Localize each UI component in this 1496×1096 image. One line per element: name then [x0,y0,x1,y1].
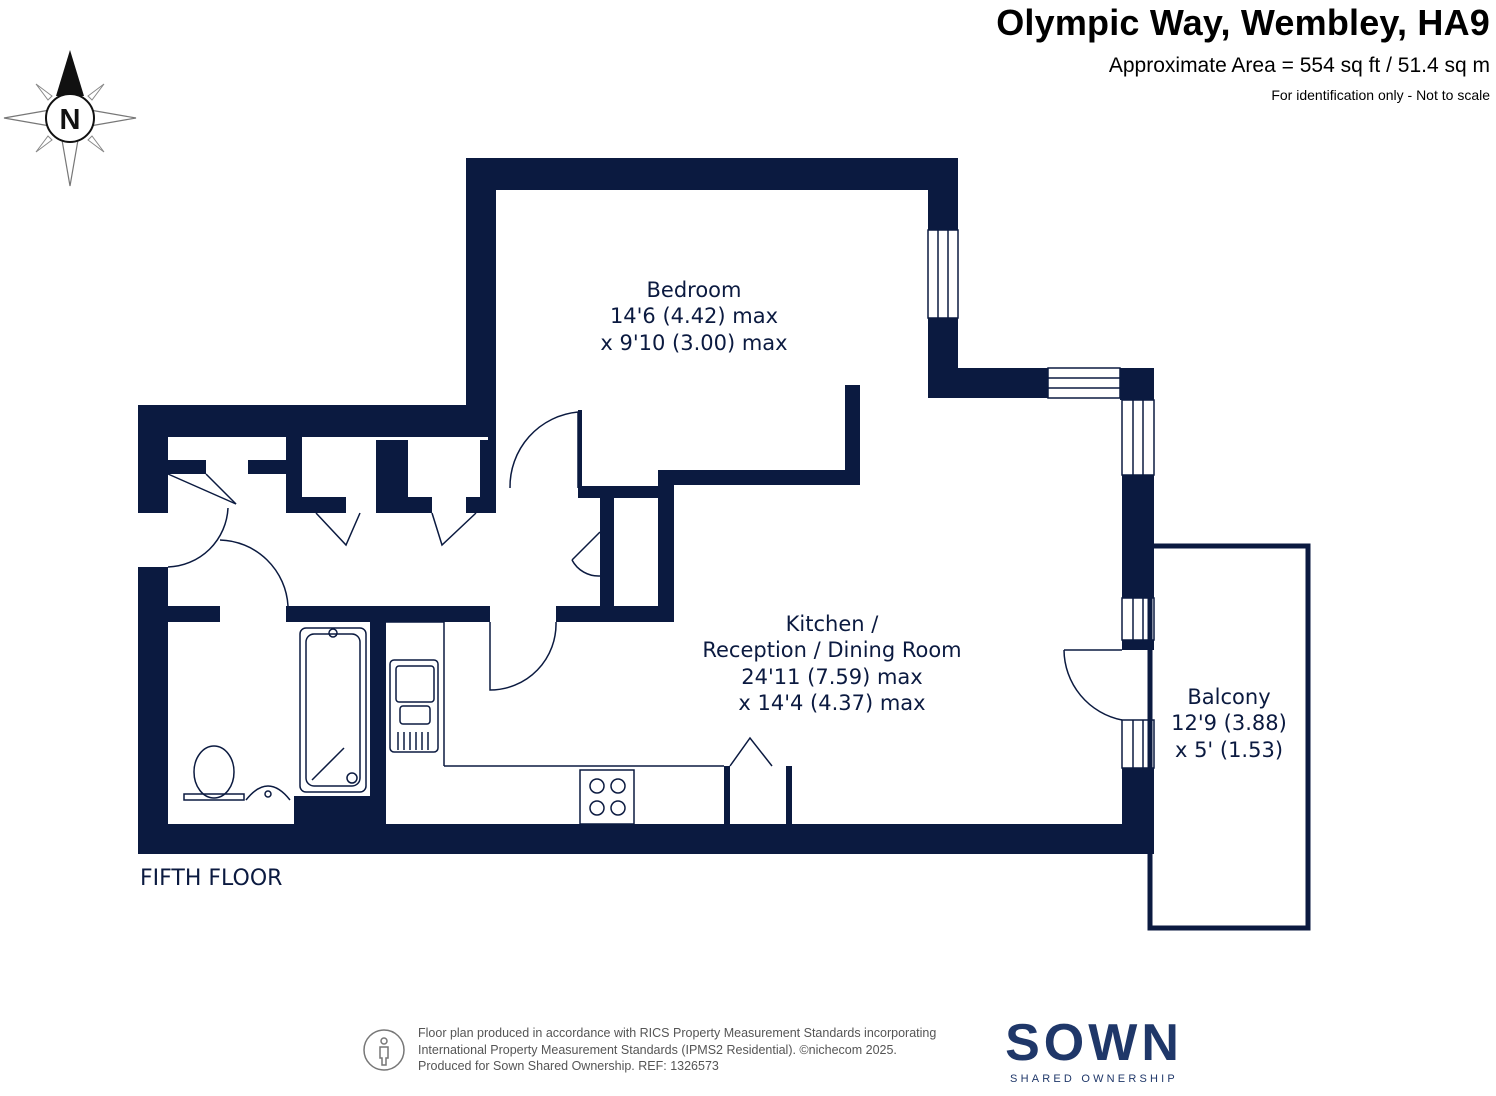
doors [167,411,1123,767]
balcony-dim-2: x 5' (1.53) [1175,738,1283,762]
bedroom-name: Bedroom [647,278,742,302]
kitchen-name-1: Kitchen / [786,612,880,636]
scale-note: For identification only - Not to scale [1271,87,1490,103]
property-title: Olympic Way, Wembley, HA9 [996,2,1490,43]
footer-line-3: Produced for Sown Shared Ownership. REF:… [418,1059,719,1073]
footer-line-1: Floor plan produced in accordance with R… [418,1026,937,1040]
kitchen-dim-1: 24'11 (7.59) max [741,665,922,689]
footer-text: Floor plan produced in accordance with R… [418,1025,936,1075]
kitchen-name-2: Reception / Dining Room [702,638,961,662]
approximate-area: Approximate Area = 554 sq ft / 51.4 sq m [1108,54,1490,77]
footer-line-2: International Property Measurement Stand… [418,1042,897,1057]
balcony-name: Balcony [1187,685,1270,709]
floor-label: FIFTH FLOOR [140,866,282,891]
walls [138,158,1154,854]
balcony-outline [1147,543,1311,931]
person-icon [363,1029,405,1071]
balcony-dim-1: 12'9 (3.88) [1171,711,1287,735]
windows [927,229,1155,769]
compass-label: N [60,104,81,136]
fixtures [183,621,724,825]
compass-icon: N [3,50,137,187]
bedroom-dim-2: x 9'10 (3.00) max [600,331,787,355]
logo-tagline: SHARED OWNERSHIP [1010,1073,1178,1085]
sown-logo: SOWN SHARED OWNERSHIP [994,1015,1194,1085]
logo-name: SOWN [1005,1014,1183,1072]
bedroom-dim-1: 14'6 (4.42) max [610,304,778,328]
kitchen-dim-2: x 14'4 (4.37) max [738,691,925,715]
